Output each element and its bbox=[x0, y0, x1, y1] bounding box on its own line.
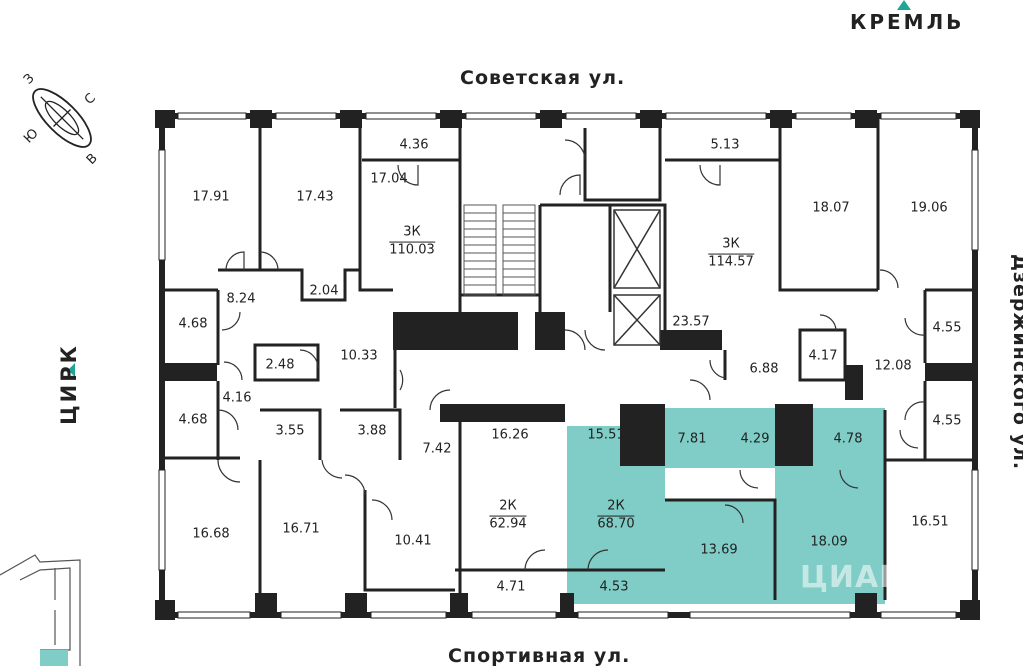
room-area: 4.68 bbox=[178, 316, 208, 332]
windows bbox=[158, 112, 979, 619]
room-area: 4.55 bbox=[932, 413, 962, 429]
room-area: 3.88 bbox=[357, 423, 387, 439]
room-area: 5.13 bbox=[710, 137, 740, 153]
circus-label: ЦИРК bbox=[56, 343, 81, 425]
room-area: 13.69 bbox=[700, 542, 738, 558]
street-dzerzhinskogo-label: Дзержинского ул. bbox=[1009, 254, 1023, 471]
room-area: 7.81 bbox=[677, 431, 707, 447]
room-area: 2.48 bbox=[265, 357, 295, 373]
elevator bbox=[613, 209, 661, 346]
room-area: 16.68 bbox=[192, 526, 230, 542]
interior-walls bbox=[162, 116, 975, 600]
building-minimap bbox=[0, 554, 81, 666]
room-area: 4.29 bbox=[740, 431, 770, 447]
room-area: 10.33 bbox=[340, 348, 378, 364]
room-area: 23.57 bbox=[672, 314, 710, 330]
room-area: 4.53 bbox=[599, 579, 629, 595]
room-area: 12.08 bbox=[874, 358, 912, 374]
street-sovetskaya-label: Советская ул. bbox=[460, 67, 626, 89]
room-area: 19.06 bbox=[910, 200, 948, 216]
room-area: 6.88 bbox=[749, 361, 779, 377]
room-area: 4.78 bbox=[833, 431, 863, 447]
room-area: 17.43 bbox=[296, 189, 334, 205]
street-sportivnaya-label: Спортивная ул. bbox=[448, 645, 631, 667]
room-area: 4.55 bbox=[932, 320, 962, 336]
room-area: 10.41 bbox=[394, 533, 432, 549]
room-area: 4.68 bbox=[178, 412, 208, 428]
watermark: ЦИАН bbox=[800, 560, 906, 595]
circus-marker-icon bbox=[68, 363, 75, 377]
room-area: 18.07 bbox=[812, 200, 850, 216]
room-area: 18.09 bbox=[810, 534, 848, 550]
compass-rose bbox=[32, 88, 92, 148]
room-area: 3.55 bbox=[275, 423, 305, 439]
room-area: 16.26 bbox=[491, 427, 529, 443]
room-area: 7.42 bbox=[422, 441, 452, 457]
room-area: 4.71 bbox=[496, 579, 526, 595]
doors bbox=[217, 139, 926, 571]
room-area: 16.71 bbox=[282, 521, 320, 537]
staircase bbox=[463, 204, 536, 296]
wall-columns bbox=[155, 110, 980, 620]
landmark-kremlin-label: КРЕМЛЬ bbox=[850, 10, 965, 34]
room-area: 17.91 bbox=[192, 189, 230, 205]
room-area: 4.36 bbox=[399, 137, 429, 153]
room-area: 4.17 bbox=[808, 348, 838, 364]
room-area: 4.16 bbox=[222, 390, 252, 406]
room-area: 17.04 bbox=[370, 171, 408, 187]
room-area: 15.51 bbox=[587, 427, 625, 443]
kremlin-marker-icon bbox=[897, 0, 911, 10]
room-area: 2.04 bbox=[309, 283, 339, 299]
room-area: 8.24 bbox=[226, 291, 256, 307]
room-area: 16.51 bbox=[911, 514, 949, 530]
